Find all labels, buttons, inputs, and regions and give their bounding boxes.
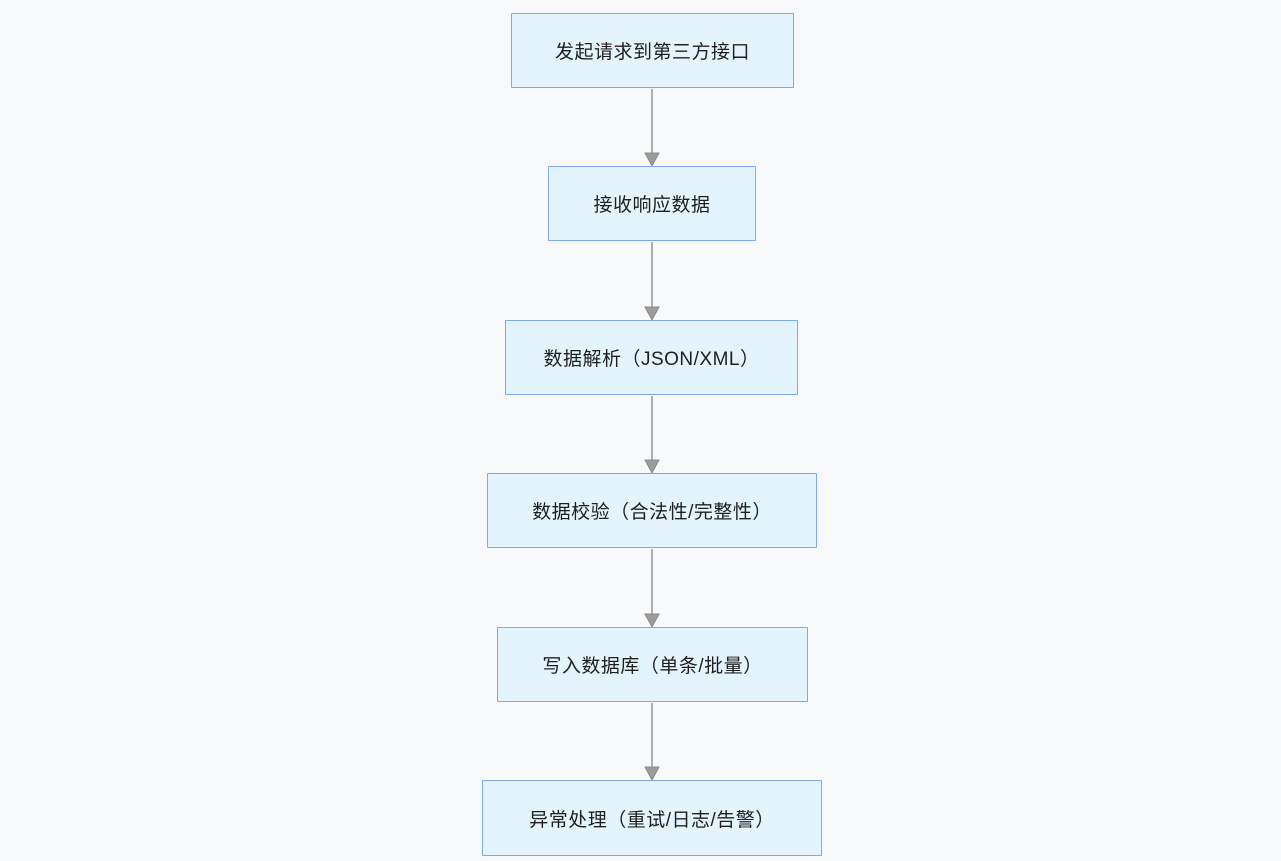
flow-arrow-4-5 <box>644 549 660 629</box>
flow-arrow-3-4 <box>644 396 660 475</box>
flow-node-step-4: 数据校验（合法性/完整性） <box>487 473 817 548</box>
flow-node-step-6: 异常处理（重试/日志/告警） <box>482 780 822 856</box>
flow-node-label: 数据校验（合法性/完整性） <box>532 502 772 523</box>
flow-node-label: 异常处理（重试/日志/告警） <box>529 809 775 831</box>
flow-node-label: 接收响应数据 <box>593 195 711 216</box>
flow-arrow-2-3 <box>644 242 660 322</box>
flow-arrow-5-6 <box>644 703 660 782</box>
flow-node-step-1: 发起请求到第三方接口 <box>511 13 794 88</box>
flow-node-label: 数据解析（JSON/XML） <box>543 349 760 370</box>
flow-node-label: 写入数据库（单条/批量） <box>542 656 763 677</box>
flow-node-step-2: 接收响应数据 <box>548 166 756 241</box>
flow-arrow-1-2 <box>644 89 660 168</box>
flow-node-step-3: 数据解析（JSON/XML） <box>505 320 798 395</box>
flow-node-label: 发起请求到第三方接口 <box>554 42 750 63</box>
flow-node-step-5: 写入数据库（单条/批量） <box>497 627 808 702</box>
